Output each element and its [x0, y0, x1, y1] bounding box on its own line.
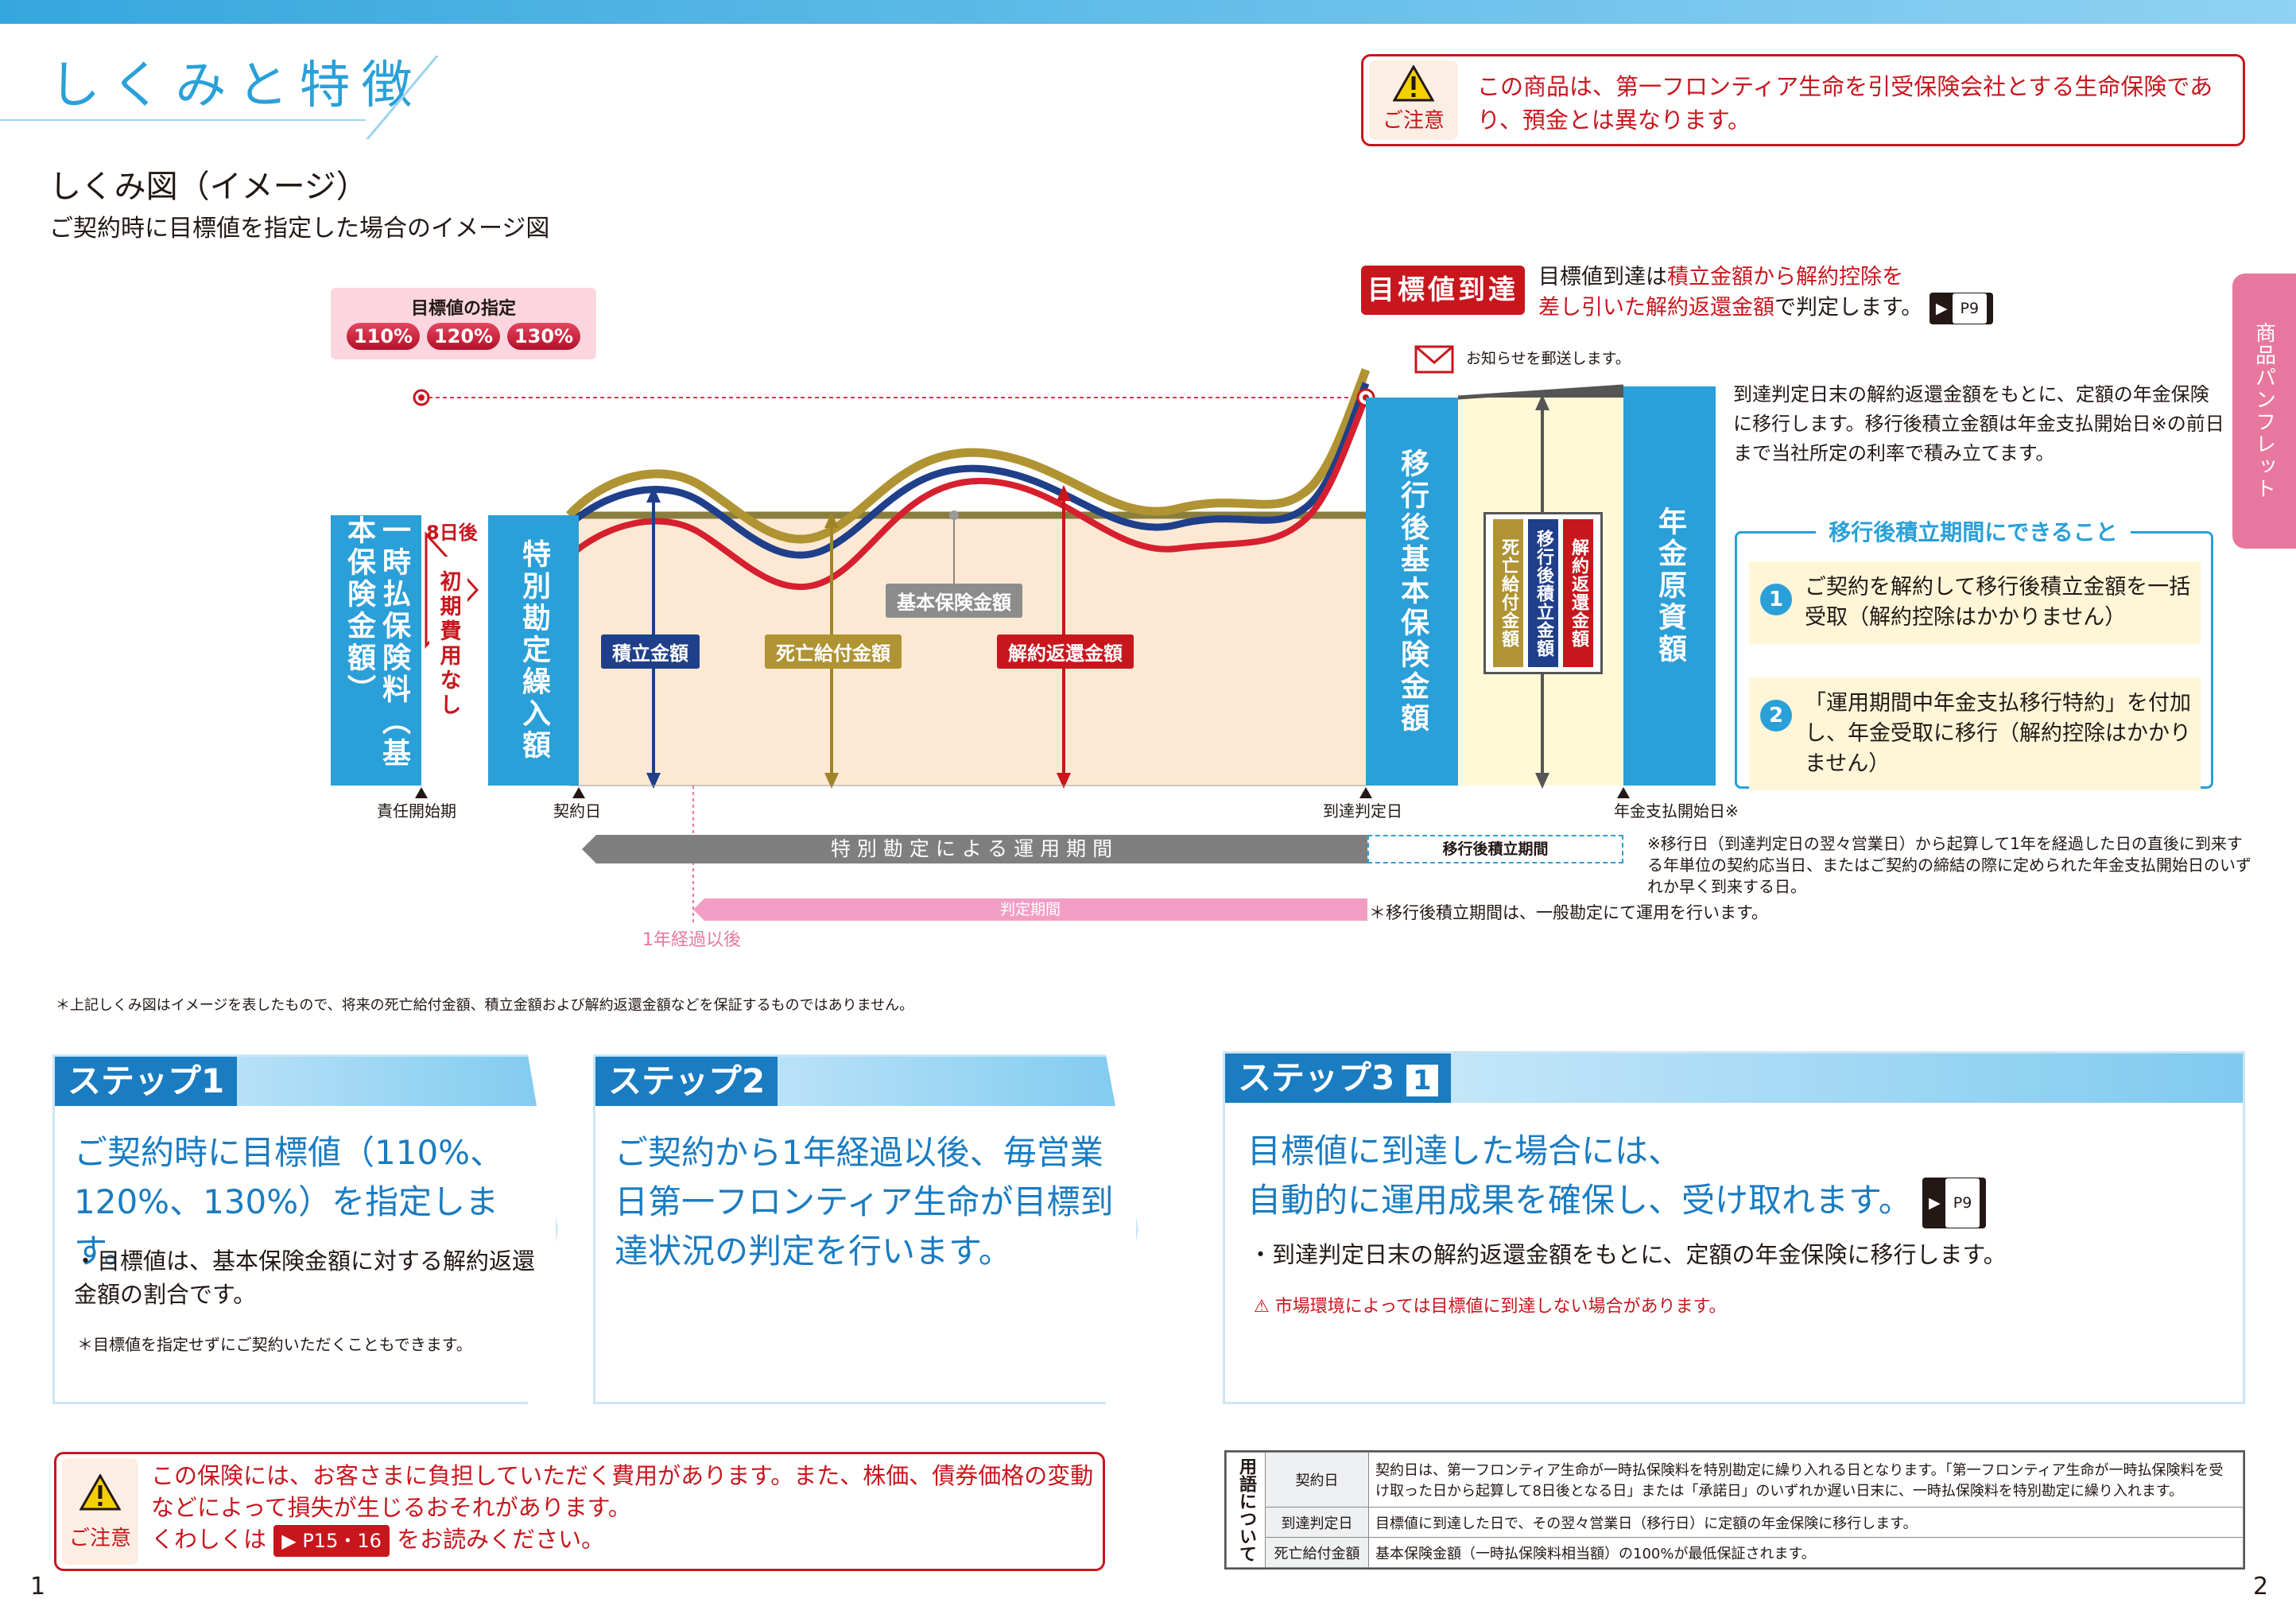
- target-pill-110: 110%: [347, 323, 420, 350]
- step-1-card: ステップ1 ご契約時に目標値（110%、120%、130%）を指定します。 ・目…: [52, 1054, 558, 1404]
- step-1-note: ・目標値は、基本保険金額に対する解約返還金額の割合です。: [74, 1248, 536, 1308]
- step-3-card: ステップ3 1 目標値に到達した場合には、 自動的に運用成果を確保し、受け取れま…: [1223, 1051, 2245, 1404]
- axis-start: 責任開始期: [377, 801, 456, 821]
- page-number-left: 1: [30, 1573, 46, 1601]
- step-3-heading-1: 目標値に到達した場合には、: [1247, 1131, 1682, 1170]
- warning-icon: [1392, 64, 1435, 102]
- axis-contract: 契約日: [553, 801, 601, 821]
- special-account-box: 特別勘定繰入額: [488, 515, 579, 786]
- page-ref-p9: ▶P9: [1929, 293, 1994, 324]
- axis-judge: 到達判定日: [1323, 801, 1402, 821]
- step-2-label: ステップ2: [595, 1057, 778, 1106]
- goal-reached-badge: 目標値到達: [1361, 266, 1525, 315]
- warning-icon: [79, 1473, 122, 1511]
- step-3-label: ステップ3 1: [1225, 1054, 1451, 1103]
- target-pill-130: 130%: [507, 323, 580, 350]
- basic-amount-tag: 基本保険金額: [886, 584, 1022, 618]
- lump-sum-premium-box: 一時払保険料（基本保険金額）: [331, 515, 421, 786]
- cando-item-2: 2「運用期間中年金支払移行特約」を付加し、年金受取に移行（解約控除はかかりません…: [1749, 677, 2201, 790]
- page-ref-p15-16: ▶ P15・16: [273, 1525, 390, 1557]
- step-2-heading: ご契約から1年経過以後、毎営業日第一フロンティア生命が目標到達状況の判定を行いま…: [615, 1133, 1114, 1271]
- transition-description: 到達判定日末の解約返還金額をもとに、定額の年金保険に移行します。移行後積立金額は…: [1733, 383, 2224, 464]
- one-year-label: 1年経過以後: [642, 930, 741, 950]
- target-spec-box: 目標値の指定 110% 120% 130%: [331, 288, 596, 359]
- glossary-title: 用語について: [1226, 1452, 1266, 1568]
- v-death-label: 死亡給付金額: [1493, 519, 1523, 667]
- caution-text: この商品は、第一フロンティア生命を引受保険会社とする生命保険であり、預金とは異な…: [1477, 73, 2213, 134]
- caution-box: [1361, 54, 2245, 146]
- step-2-card: ステップ2 ご契約から1年経過以後、毎営業日第一フロンティア生命が目標到達状況の…: [593, 1054, 1138, 1404]
- mail-notice: お知らせを郵送します。: [1466, 350, 1631, 367]
- page-title: しくみと特徴: [49, 56, 424, 115]
- death-benefit-curve: [565, 368, 1371, 544]
- axis-marker: [572, 787, 585, 798]
- axis-marker: [415, 787, 428, 798]
- section-subheading: ご契約時に目標値を指定した場合のイメージ図: [49, 215, 550, 243]
- axis-marker: [1359, 787, 1372, 798]
- caution-icon-box: ご注意: [1369, 60, 1458, 140]
- pamphlet-side-tab[interactable]: 商品パンフレット: [2232, 274, 2296, 549]
- accumulation-curve: [566, 382, 1370, 559]
- step-3-heading-2: 自動的に運用成果を確保し、受け取れます。 ▶P9: [1247, 1176, 1987, 1228]
- title-underline: [0, 119, 366, 121]
- no-initial-fee-label: 初期費用なし: [429, 557, 467, 731]
- after-basic-amount-box: 移行後基本保険金額: [1366, 398, 1458, 786]
- step-3-warning: ⚠ 市場環境によっては目標値に到達しない場合があります。: [1254, 1297, 1727, 1317]
- axis-marker: [1617, 787, 1630, 798]
- warning-icon: ⚠: [1254, 1297, 1270, 1317]
- v-surrender-label: 解約返還金額: [1563, 519, 1593, 667]
- diagram-footnote: ＊上記しくみ図はイメージを表したもので、将来の死亡給付金額、積立金額および解約返…: [56, 997, 914, 1014]
- eight-days-label: 8日後: [426, 522, 478, 544]
- surrender-tag: 解約返還金額: [997, 634, 1134, 669]
- caution-label: ご注意: [1382, 109, 1445, 133]
- after-transition-amounts: 死亡給付金額 移行後積立金額 解約返還金額: [1483, 512, 1603, 674]
- step-1-label: ステップ1: [55, 1057, 238, 1106]
- step-1-footnote: ＊目標値を指定せずにご契約いただくこともできます。: [77, 1335, 472, 1354]
- after-accum-period-bar: 移行後積立期間: [1367, 835, 1623, 863]
- accum-tag: 積立金額: [601, 634, 700, 669]
- death-tag: 死亡給付金額: [765, 634, 902, 669]
- bottom-caution-label: ご注意: [68, 1527, 131, 1550]
- after-period-note: ＊移行後積立期間は、一般勘定にて運用を行います。: [1369, 903, 1768, 922]
- goal-text: 目標値到達は積立金額から解約控除を 差し引いた解約返還金額で判定します。 ▶P9: [1538, 262, 1994, 324]
- annuity-date-note: ※移行日（到達判定日の翌々営業日）から起算して1年を経過した日の直後に到来する年…: [1647, 834, 2251, 896]
- top-accent-bar: [0, 0, 2296, 24]
- surrender-curve: [567, 396, 1369, 591]
- cando-heading: 移行後積立期間にできること: [1735, 515, 2212, 547]
- target-spec-title: 目標値の指定: [410, 299, 516, 319]
- judgment-period-bar: 判定期間: [693, 898, 1367, 921]
- target-pill-120: 120%: [427, 323, 500, 350]
- annuity-fund-box: 年金原資額: [1623, 386, 1716, 786]
- step-1-heading: ご契約時に目標値（110%、120%、130%）を指定します。: [74, 1133, 504, 1271]
- glossary-table: 用語について契約日契約日は、第一フロンティア生命が一時払保険料を特別勘定に繰り入…: [1224, 1450, 2245, 1570]
- operation-period-bar: 特別勘定による運用期間: [582, 835, 1367, 863]
- v-accum-label: 移行後積立金額: [1528, 519, 1558, 667]
- page-number-right: 2: [2253, 1573, 2269, 1601]
- section-heading: しくみ図（イメージ）: [49, 169, 368, 205]
- bottom-caution-icon-box: ご注意: [62, 1458, 138, 1565]
- axis-annuity: 年金支払開始日※: [1614, 801, 1739, 821]
- step-3-note: ・到達判定日末の解約返還金額をもとに、定額の年金保険に移行します。: [1249, 1241, 2007, 1268]
- special-account-area: [569, 515, 1366, 786]
- bottom-caution-text: この保険には、お客さまに負担していただく費用があります。また、株価、債券価格の変…: [151, 1460, 1097, 1557]
- bottom-caution-box: [54, 1452, 1105, 1571]
